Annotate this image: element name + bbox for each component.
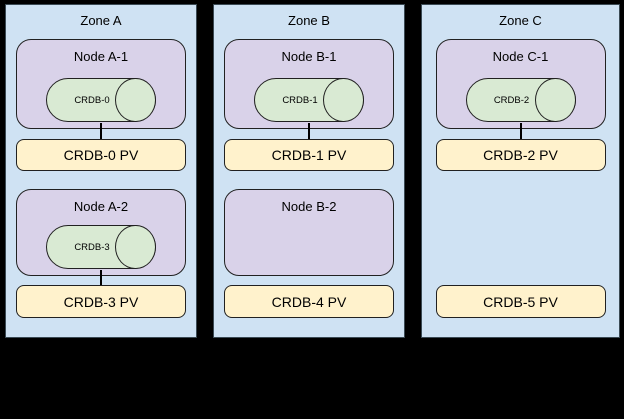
crdb-1-pod-label: CRDB-1	[282, 94, 318, 106]
crdb-0-pv-box: CRDB-0 PV	[16, 139, 186, 171]
cylinder-cap-icon	[534, 77, 576, 123]
crdb-1-pv-connector-line	[308, 123, 310, 139]
zone-c: Zone C Node C-1 CRDB-2 CRDB-2 PV CRDB-5 …	[421, 4, 620, 338]
crdb-3-pv-box: CRDB-3 PV	[16, 285, 186, 318]
crdb-1-pod-cylinder: CRDB-1	[254, 77, 365, 123]
crdb-2-pv-box: CRDB-2 PV	[435, 139, 606, 171]
node-c1-label: Node C-1	[492, 49, 549, 64]
crdb-2-pod-cylinder: CRDB-2	[465, 77, 576, 123]
crdb-2-pv-connector-line	[519, 123, 522, 139]
cylinder-cap-icon	[115, 77, 157, 123]
crdb-3-pod-cylinder: CRDB-3	[46, 224, 157, 270]
cylinder-cap-icon	[115, 224, 157, 270]
crdb-2-pv-label: CRDB-2 PV	[483, 147, 558, 163]
crdb-3-pv-connector-line	[100, 270, 102, 285]
crdb-0-pv-label: CRDB-0 PV	[63, 147, 139, 163]
crdb-0-pv-connector-line	[100, 123, 102, 139]
crdb-1-pv-label: CRDB-1 PV	[271, 147, 347, 163]
crdb-5-pv-box: CRDB-5 PV	[435, 285, 606, 318]
zone-b-label: Zone B	[288, 13, 330, 28]
cylinder-cap-icon	[323, 77, 365, 123]
node-b2-label: Node B-2	[281, 199, 337, 214]
node-b1: Node B-1 CRDB-1	[224, 39, 394, 129]
node-a2: Node A-2 CRDB-3	[16, 189, 186, 276]
zone-a-label: Zone A	[80, 13, 122, 28]
crdb-3-pod-label: CRDB-3	[74, 241, 110, 253]
zone-b: Zone B Node B-1 CRDB-1 CRDB-1 PV Node B-…	[213, 4, 405, 338]
node-b1-label: Node B-1	[281, 49, 337, 64]
crdb-0-pod-label: CRDB-0	[74, 94, 110, 106]
crdb-1-pv-box: CRDB-1 PV	[224, 139, 394, 171]
node-a2-label: Node A-2	[73, 199, 129, 214]
crdb-5-pv-label: CRDB-5 PV	[483, 293, 558, 310]
zone-a: Zone A Node A-1 CRDB-0 CRDB-0 PV Node A-…	[5, 4, 197, 338]
zone-c-label: Zone C	[499, 13, 542, 28]
node-a1-label: Node A-1	[73, 49, 129, 64]
crdb-4-pv-box: CRDB-4 PV	[224, 285, 394, 318]
crdb-3-pv-label: CRDB-3 PV	[63, 293, 139, 310]
crdb-0-pod-cylinder: CRDB-0	[46, 77, 157, 123]
node-b2: Node B-2	[224, 189, 394, 276]
crdb-2-pod-label: CRDB-2	[493, 94, 530, 106]
node-a1: Node A-1 CRDB-0	[16, 39, 186, 129]
node-c1: Node C-1 CRDB-2	[435, 39, 606, 129]
crdb-4-pv-label: CRDB-4 PV	[271, 293, 347, 310]
